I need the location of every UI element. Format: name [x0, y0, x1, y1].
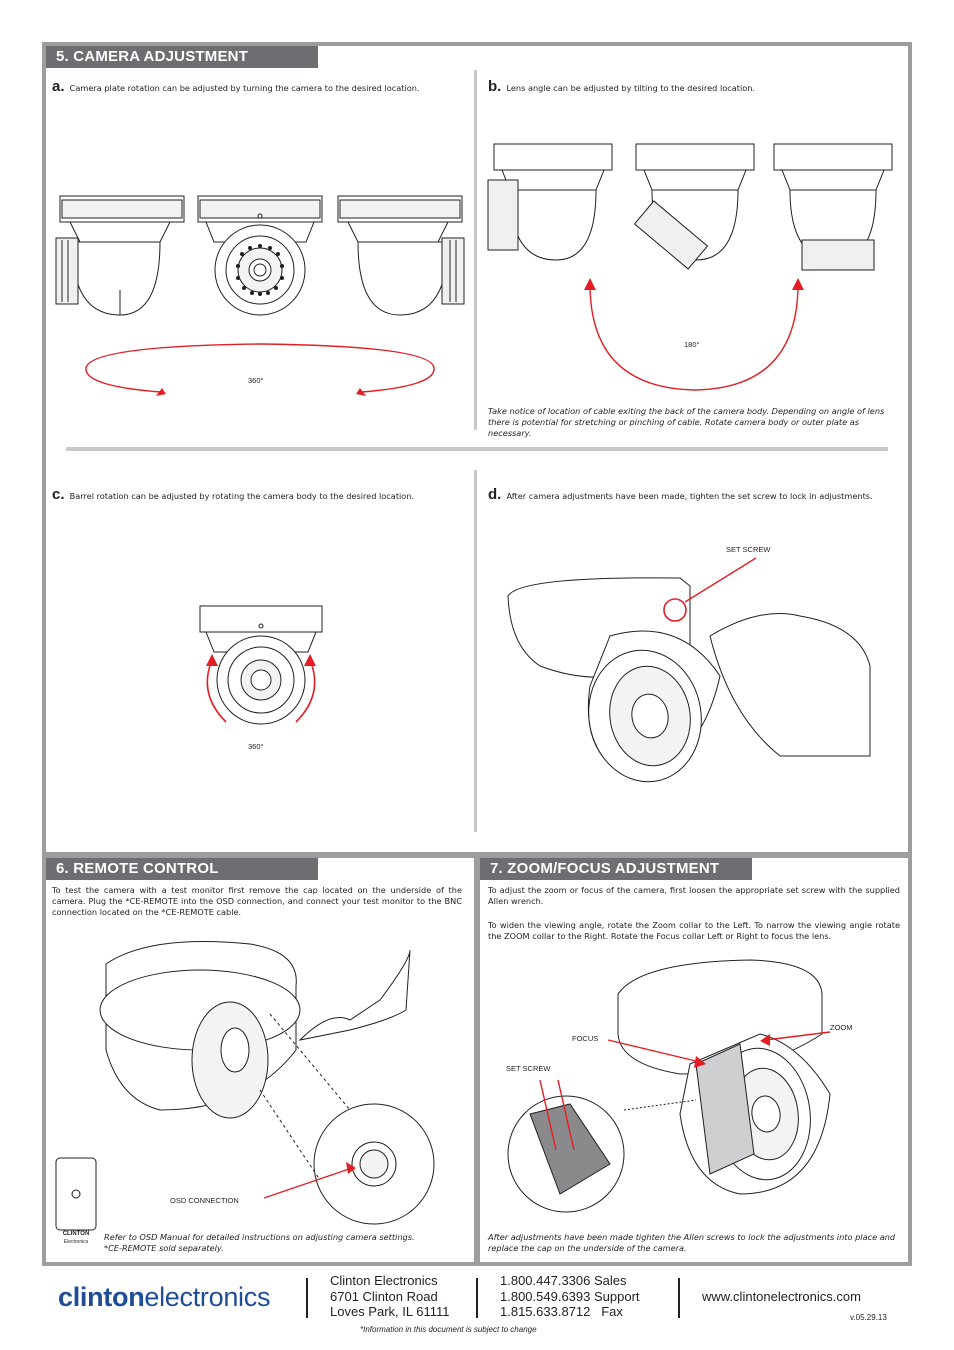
step-c-camera-illustration — [199, 605, 323, 725]
footer-divider-1 — [306, 1278, 308, 1318]
step-b-text: b. Lens angle can be adjusted by tilting… — [488, 76, 900, 95]
step-d-text: d. After camera adjustments have been ma… — [488, 484, 900, 503]
footer-version: v.05.29.13 — [850, 1313, 887, 1322]
step-d-letter: d. — [488, 486, 502, 503]
step-a-angle-label: 360° — [248, 376, 264, 385]
step-a-text: a. Camera plate rotation can be adjusted… — [52, 76, 472, 95]
zoom-label: ZOOM — [830, 1023, 853, 1032]
step-b-angle-label: 180° — [684, 340, 700, 349]
phone-sales: 1.800.447.3306 Sales — [500, 1273, 627, 1288]
footer-divider-3 — [678, 1278, 680, 1318]
step-a-rotation-arrow — [85, 343, 435, 396]
step-a-letter: a. — [52, 78, 65, 95]
section-7-header: 7. ZOOM/FOCUS ADJUSTMENT — [480, 858, 752, 880]
remote-brand-sub: Electronics — [63, 1239, 89, 1245]
step-a-description: Camera plate rotation can be adjusted by… — [69, 83, 420, 93]
section-7-note: After adjustments have been made tighten… — [488, 1232, 896, 1254]
horizontal-divider — [66, 447, 888, 451]
footer-website[interactable]: www.clintonelectronics.com — [702, 1289, 861, 1304]
set-screw-label: SET SCREW — [506, 1064, 551, 1073]
section-6-description: To test the camera with a test monitor f… — [52, 885, 462, 918]
phone-support: 1.800.549.6393 Support — [500, 1288, 640, 1304]
step-c-text: c. Barrel rotation can be adjusted by ro… — [52, 484, 472, 503]
focus-label: FOCUS — [572, 1034, 599, 1043]
section-7-description-1: To adjust the zoom or focus of the camer… — [488, 885, 900, 907]
address-line-3: Loves Park, IL 61111 — [330, 1304, 450, 1319]
footer-divider-2 — [476, 1278, 478, 1318]
logo-light: electronics — [144, 1282, 271, 1312]
step-d-set-screw-label: SET SCREW — [726, 545, 771, 554]
section-7-description-2: To widen the viewing angle, rotate the Z… — [488, 920, 900, 942]
phone-fax: 1.815.633.8712 Fax — [500, 1304, 623, 1319]
step-b-letter: b. — [488, 78, 502, 95]
vertical-divider-top — [474, 70, 477, 430]
step-c-description: Barrel rotation can be adjusted by rotat… — [69, 491, 415, 501]
step-a-camera-illustration — [55, 195, 465, 316]
vertical-divider-bottom — [474, 470, 477, 832]
address-line-1: Clinton Electronics — [330, 1273, 438, 1288]
section-7-frame — [476, 854, 912, 1266]
zoom-focus-illustration — [507, 959, 831, 1213]
footer-phones: 1.800.447.3306 Sales 1.800.549.6393 Supp… — [500, 1273, 640, 1320]
section-6-header: 6. REMOTE CONTROL — [46, 858, 318, 880]
step-c-letter: c. — [52, 486, 65, 503]
section-6-note-2: *CE-REMOTE sold separately. — [104, 1243, 224, 1253]
remote-control-illustration — [55, 941, 435, 1231]
address-line-2: 6701 Clinton Road — [330, 1288, 438, 1304]
osd-connection-label: OSD CONNECTION — [170, 1196, 239, 1205]
logo-bold: clinton — [58, 1282, 145, 1312]
step-b-description: Lens angle can be adjusted by tilting to… — [506, 83, 756, 93]
step-b-note: Take notice of location of cable exiting… — [488, 406, 885, 439]
footer-logo: clintonelectronics — [58, 1282, 270, 1313]
section-5-header: 5. CAMERA ADJUSTMENT — [46, 46, 318, 68]
section-6-note-1: Refer to OSD Manual for detailed instruc… — [104, 1232, 415, 1242]
step-b-tilt-arrow — [584, 278, 804, 391]
footer-address: Clinton Electronics 6701 Clinton Road Lo… — [330, 1273, 449, 1320]
remote-brand: CLINTON — [62, 1231, 90, 1237]
step-d-description: After camera adjustments have been made,… — [506, 491, 873, 501]
remote-brand-label: CLINTON Electronics — [58, 1230, 94, 1246]
step-d-camera-illustration — [507, 557, 871, 783]
step-c-angle-label: 360° — [248, 742, 264, 751]
footer-disclaimer: *Information in this document is subject… — [360, 1325, 537, 1334]
step-b-camera-illustration — [487, 143, 893, 271]
